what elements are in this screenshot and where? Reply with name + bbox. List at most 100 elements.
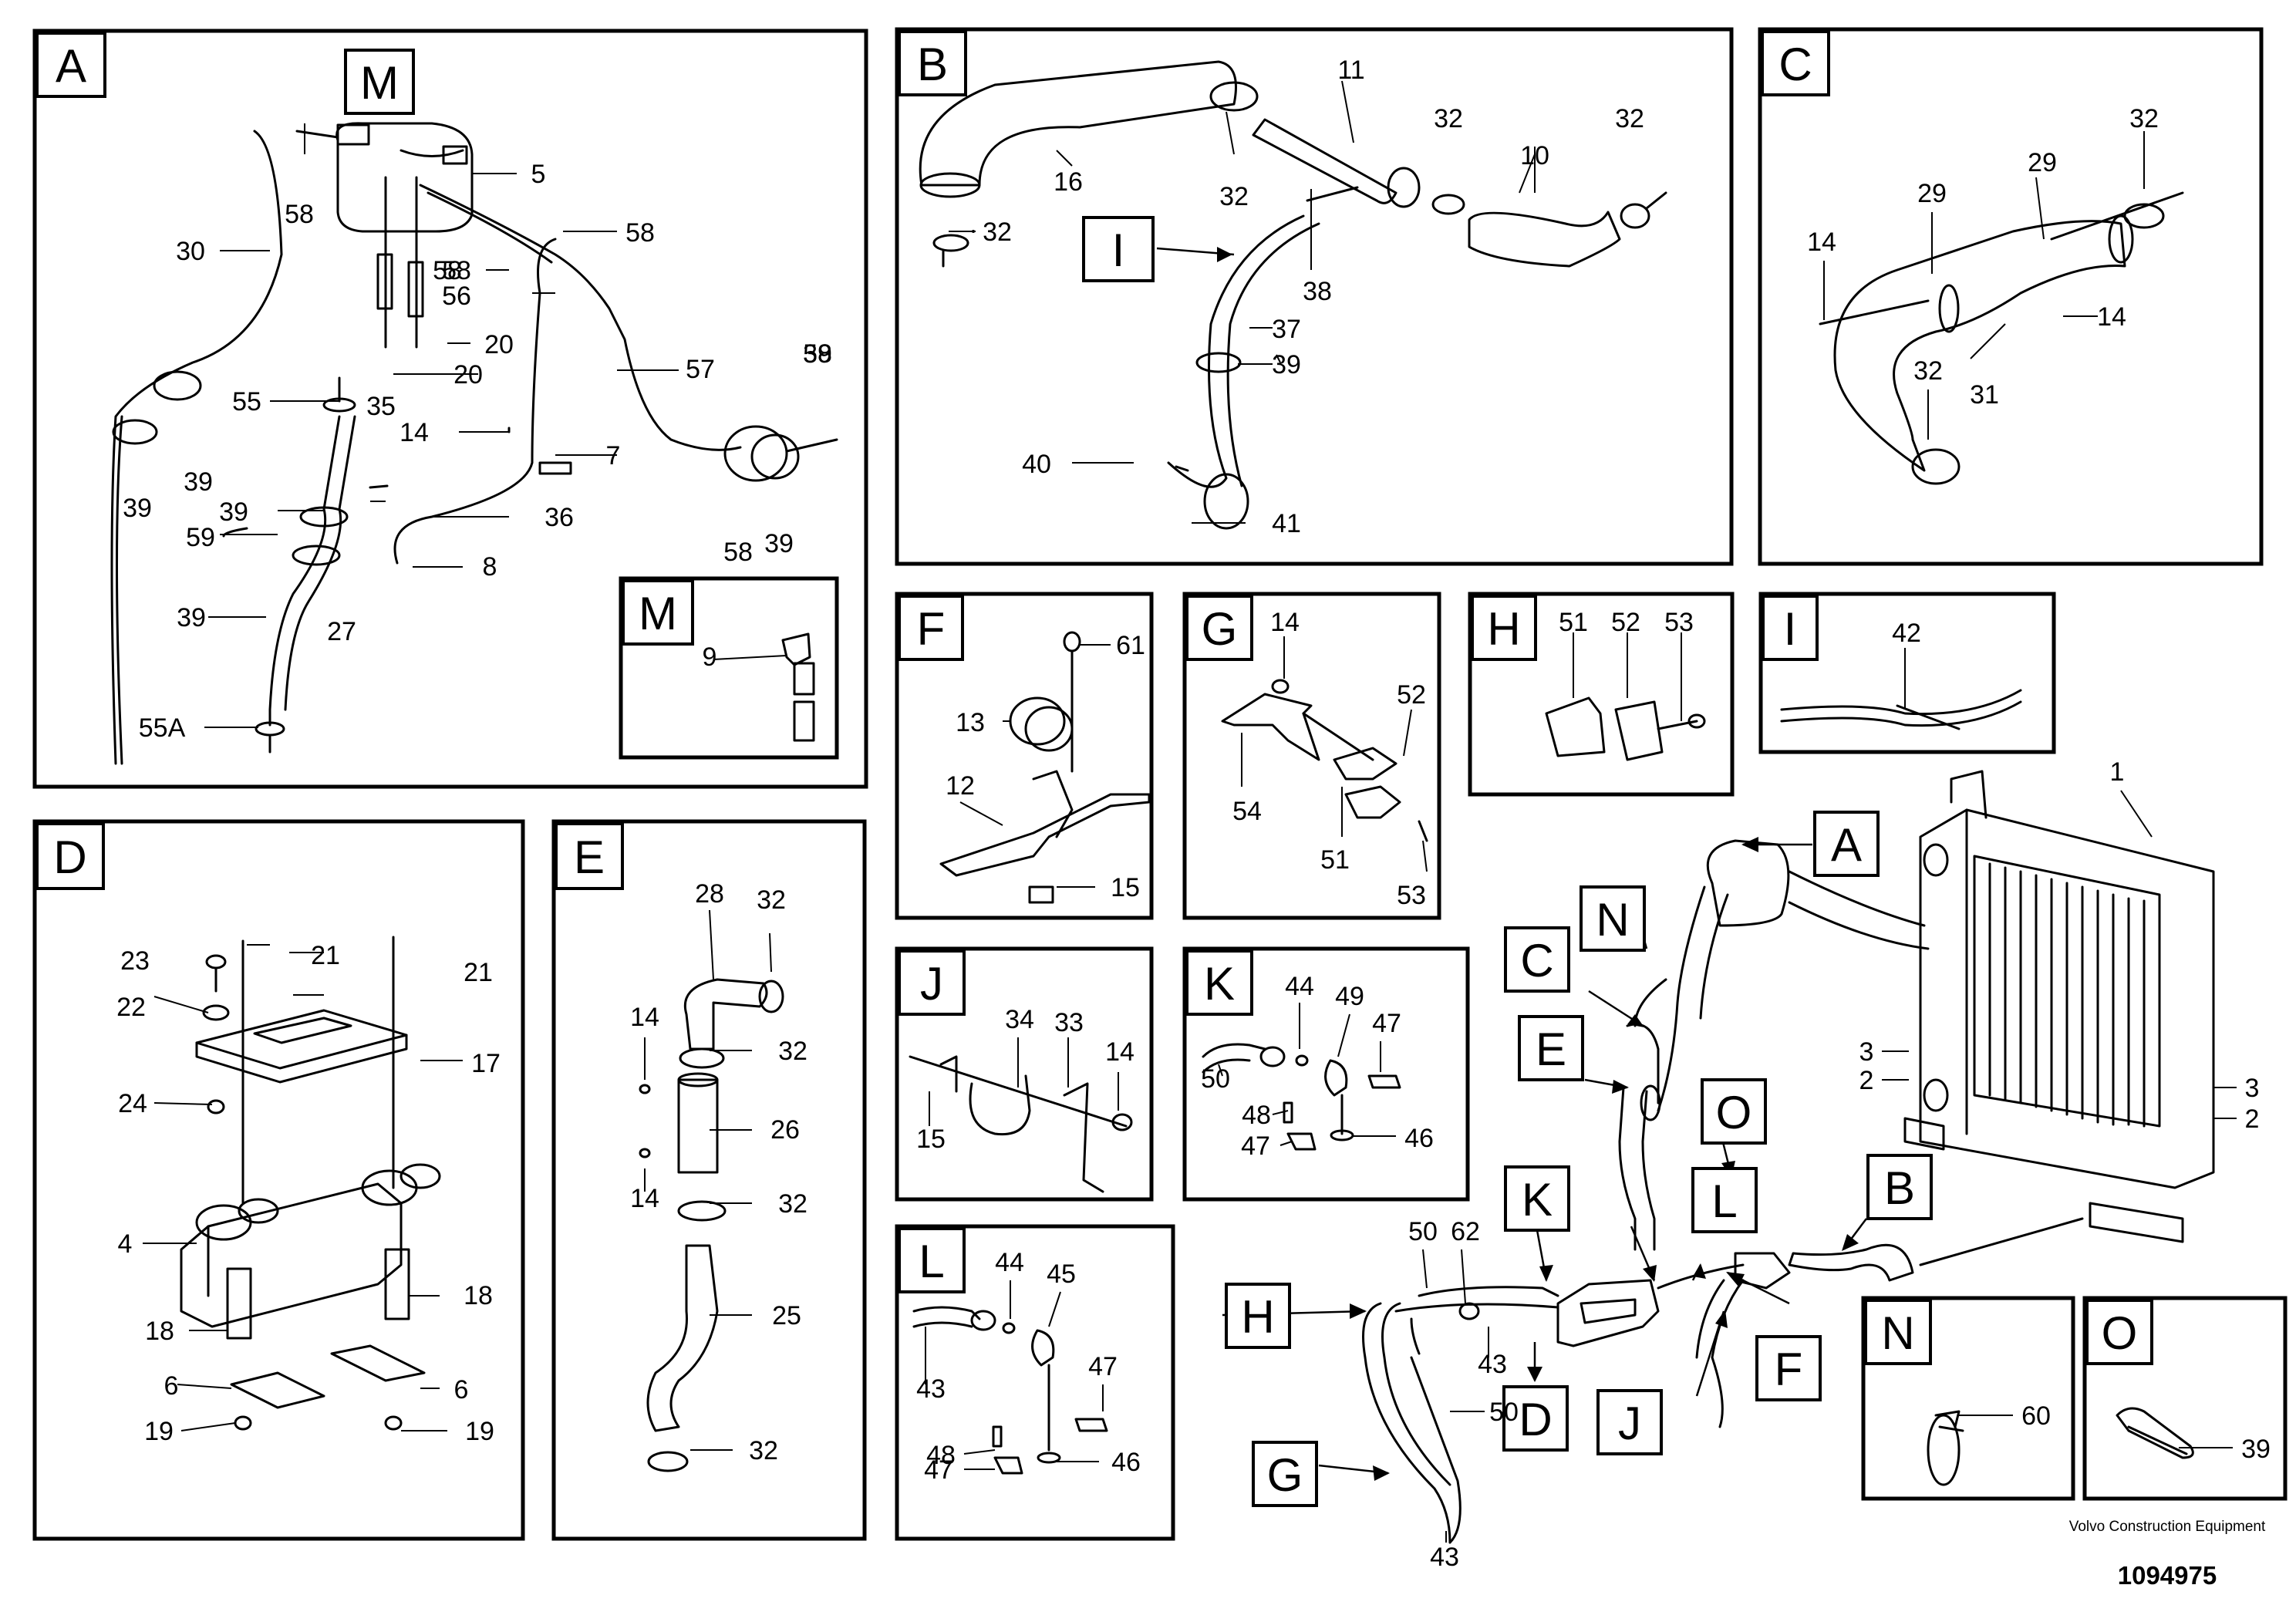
part-number: 4 xyxy=(118,1229,133,1259)
part-number: 52 xyxy=(1397,680,1426,710)
callout-c: C xyxy=(1520,935,1553,986)
part-number: 32 xyxy=(749,1436,778,1465)
callout-g: G xyxy=(1267,1449,1303,1501)
part-number: 50 xyxy=(1201,1064,1230,1094)
part-number: 29 xyxy=(1917,179,1947,208)
part-number: 30 xyxy=(176,237,205,266)
callout-f: F xyxy=(1775,1344,1803,1395)
part-number: 57 xyxy=(686,355,715,384)
part-number: 36 xyxy=(544,503,574,532)
panel-l-frame xyxy=(895,1224,1175,1541)
part-number: 55 xyxy=(232,387,261,416)
part-number: 41 xyxy=(1272,509,1301,538)
panel-m-inset-frame xyxy=(619,576,839,760)
panel-f-label: F xyxy=(917,603,946,655)
part-number: 33 xyxy=(1054,1008,1084,1037)
part-number: 55A xyxy=(139,713,186,743)
part-number: 43 xyxy=(916,1374,946,1404)
part-number: 46 xyxy=(1404,1124,1434,1153)
panel-m-label: M xyxy=(360,57,399,109)
part-numbers: 5 58 58 58 58 30 56 20 20 57 55 35 14 7 … xyxy=(116,56,2271,1572)
panel-n-label: N xyxy=(1881,1307,1914,1359)
part-number: 56 xyxy=(442,282,471,311)
part-number: 43 xyxy=(1478,1350,1507,1379)
part-number: 18 xyxy=(464,1281,493,1310)
part-number: 44 xyxy=(995,1248,1024,1277)
part-number: 9 xyxy=(703,642,717,672)
part-number: 10 xyxy=(1520,141,1549,170)
callout-k: K xyxy=(1522,1174,1553,1226)
part-number: 39 xyxy=(184,467,213,497)
part-number: 1 xyxy=(2110,757,2125,787)
panel-k-label: K xyxy=(1204,958,1235,1010)
callout-d: D xyxy=(1519,1394,1552,1445)
part-number: 14 xyxy=(1270,608,1300,637)
part-number: 32 xyxy=(2129,104,2159,133)
part-number: 45 xyxy=(1047,1259,1076,1289)
panel-i-label: I xyxy=(1784,603,1797,655)
panel-d-frame xyxy=(32,819,525,1541)
part-number: 59 xyxy=(186,523,215,552)
part-number: 58 xyxy=(625,218,655,248)
part-number: 44 xyxy=(1285,972,1314,1001)
part-number: 32 xyxy=(1434,104,1463,133)
manufacturer-label: Volvo Construction Equipment xyxy=(2068,1519,2266,1535)
part-number: 21 xyxy=(464,958,493,987)
callout-o: O xyxy=(1716,1087,1752,1138)
part-number: 26 xyxy=(770,1115,800,1145)
part-number: 19 xyxy=(144,1417,174,1446)
panel-l-label: L xyxy=(919,1236,944,1287)
part-number: 37 xyxy=(1272,315,1301,344)
panel-n-frame xyxy=(1861,1296,2075,1501)
part-number: 18 xyxy=(145,1317,174,1346)
callout-arrowheads xyxy=(972,230,1859,1481)
part-number: 54 xyxy=(1232,797,1262,826)
part-number: 61 xyxy=(1116,631,1145,660)
panel-d-label: D xyxy=(53,831,86,883)
part-number: 14 xyxy=(400,418,429,447)
part-number: 35 xyxy=(366,392,396,421)
part-number: 32 xyxy=(1615,104,1644,133)
part-number: 29 xyxy=(2028,148,2057,177)
part-number: 51 xyxy=(1559,608,1588,637)
part-number: 58 xyxy=(803,339,832,369)
callout-j: J xyxy=(1618,1398,1641,1449)
part-number: 58 xyxy=(285,200,314,229)
part-number: 27 xyxy=(327,617,356,646)
part-number: 38 xyxy=(1303,277,1332,306)
part-number: 53 xyxy=(1664,608,1694,637)
panel-c-label: C xyxy=(1778,39,1812,90)
part-number: 13 xyxy=(956,708,985,737)
part-number: 31 xyxy=(1970,380,1999,410)
part-number: 46 xyxy=(1111,1448,1141,1477)
callout-e: E xyxy=(1536,1023,1566,1075)
part-number: 42 xyxy=(1892,619,1921,648)
part-number: 48 xyxy=(1242,1101,1271,1130)
part-number: 25 xyxy=(772,1301,801,1330)
part-number: 19 xyxy=(465,1417,494,1446)
part-number: 47 xyxy=(1088,1352,1118,1381)
callout-b: B xyxy=(1884,1162,1915,1214)
part-number: 28 xyxy=(695,879,724,909)
part-number: 50 xyxy=(1489,1398,1519,1427)
leader-lines xyxy=(143,80,2237,1543)
panel-b-label: B xyxy=(917,39,948,90)
part-number: 23 xyxy=(120,946,150,976)
panel-f-frame xyxy=(895,592,1154,920)
part-number: 58 xyxy=(433,256,462,285)
part-number: 58 xyxy=(723,538,753,567)
panel-i-callout-in-b: I xyxy=(1112,224,1125,276)
part-number: 39 xyxy=(2241,1435,2271,1464)
drawing-number: 1094975 xyxy=(2117,1561,2217,1590)
part-number: 20 xyxy=(484,330,514,359)
part-number: 39 xyxy=(177,603,206,632)
part-number: 14 xyxy=(630,1003,659,1032)
part-number: 32 xyxy=(1219,182,1249,211)
panel-k-frame xyxy=(1182,946,1470,1202)
part-number: 49 xyxy=(1335,982,1364,1011)
part-number: 2 xyxy=(1859,1066,1874,1095)
part-number: 5 xyxy=(531,160,546,189)
panel-e-frame xyxy=(551,819,867,1541)
part-number: 17 xyxy=(471,1049,501,1078)
